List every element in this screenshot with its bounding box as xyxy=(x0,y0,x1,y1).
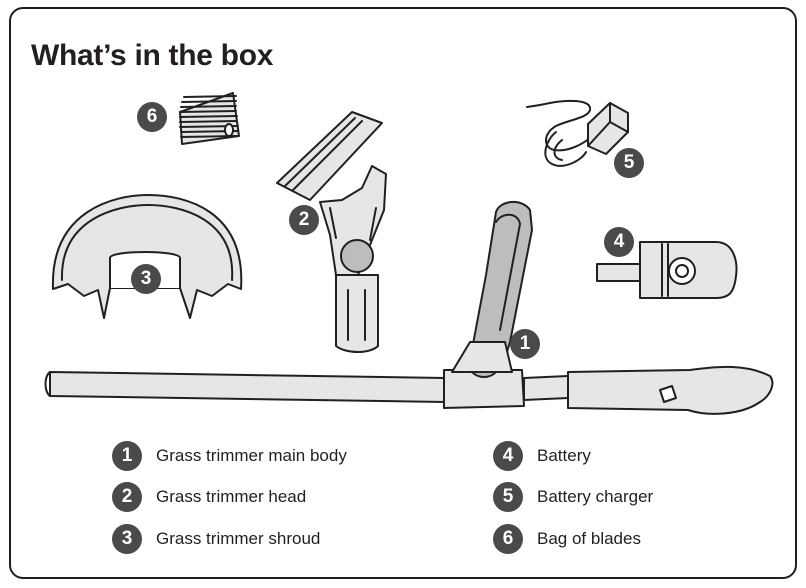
legend-label: Grass trimmer head xyxy=(156,487,307,506)
legend-item: 5 Battery charger xyxy=(493,481,653,513)
page-title: What’s in the box xyxy=(31,39,274,72)
callout-badge-5: 5 xyxy=(614,148,644,178)
battery-illustration xyxy=(596,241,738,299)
legend-number-badge: 6 xyxy=(493,524,523,554)
trimmer-head-illustration xyxy=(276,111,387,353)
callout-badge-4: 4 xyxy=(604,227,634,257)
legend-number-badge: 1 xyxy=(112,441,142,471)
legend-number-badge: 5 xyxy=(493,482,523,512)
callout-badge-6: 6 xyxy=(137,102,167,132)
legend-label: Grass trimmer shroud xyxy=(156,529,321,548)
callout-badge-3: 3 xyxy=(131,264,161,294)
legend-label: Battery charger xyxy=(537,487,654,506)
legend-label: Grass trimmer main body xyxy=(156,446,347,465)
callout-badge-2: 2 xyxy=(289,205,319,235)
battery-charger-illustration xyxy=(526,99,629,167)
blades-bag-illustration xyxy=(179,92,240,145)
legend-item: 2 Grass trimmer head xyxy=(112,481,306,513)
legend-item: 1 Grass trimmer main body xyxy=(112,440,347,472)
callout-badge-1: 1 xyxy=(510,329,540,359)
legend-label: Bag of blades xyxy=(537,529,641,548)
legend-label: Battery xyxy=(537,446,591,465)
legend-number-badge: 2 xyxy=(112,482,142,512)
legend-item: 4 Battery xyxy=(493,440,591,472)
legend-item: 3 Grass trimmer shroud xyxy=(112,523,320,555)
legend-number-badge: 3 xyxy=(112,524,142,554)
trimmer-shroud-illustration xyxy=(51,194,243,319)
trimmer-main-body-illustration xyxy=(44,201,774,415)
legend-item: 6 Bag of blades xyxy=(493,523,641,555)
legend-number-badge: 4 xyxy=(493,441,523,471)
